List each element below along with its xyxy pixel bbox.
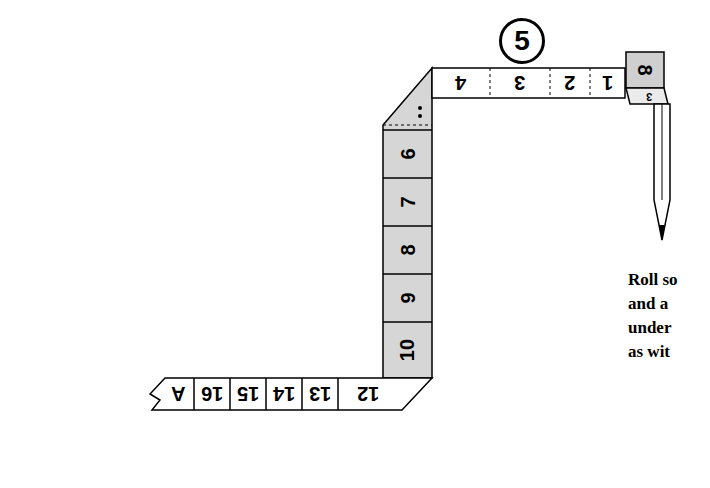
text-box: 16 bbox=[194, 378, 230, 410]
track-square: 10 bbox=[383, 322, 432, 378]
track-band bbox=[432, 68, 625, 98]
square-number: 6 bbox=[398, 148, 418, 159]
cell-divider bbox=[383, 225, 432, 227]
track-square: 4 bbox=[432, 68, 490, 98]
cell-divider bbox=[337, 378, 339, 410]
text-box: 12 bbox=[338, 378, 398, 410]
pencil bbox=[654, 104, 670, 240]
text-box: 8 bbox=[383, 226, 432, 274]
token-number: 5 bbox=[514, 27, 530, 55]
text-box: 2 bbox=[550, 68, 590, 98]
track-square: 2 bbox=[550, 68, 590, 98]
text-box: 13 bbox=[302, 378, 338, 410]
square-number: 9 bbox=[398, 292, 418, 303]
square-number: 14 bbox=[273, 384, 295, 404]
cell-divider bbox=[383, 177, 432, 179]
text-box: 9 bbox=[383, 274, 432, 322]
cell-divider bbox=[590, 68, 591, 98]
square-number: 15 bbox=[237, 384, 259, 404]
track-square: 15 bbox=[230, 378, 266, 410]
text-box: 3 bbox=[632, 89, 666, 104]
rule-text: as wit bbox=[628, 342, 670, 362]
cell-divider bbox=[301, 378, 303, 410]
track-square: 3 bbox=[490, 68, 550, 98]
track-square: 7 bbox=[383, 178, 432, 226]
text-box: 1 bbox=[590, 68, 625, 98]
cell-divider bbox=[383, 321, 432, 323]
text-box: 7 bbox=[383, 178, 432, 226]
text-box: 6 bbox=[383, 130, 432, 178]
rule-text: Roll so bbox=[628, 270, 678, 290]
track-square: 8 bbox=[383, 226, 432, 274]
cell-divider bbox=[550, 68, 551, 98]
square-number: 3 bbox=[514, 73, 525, 93]
square-number: 7 bbox=[398, 196, 418, 207]
square-number: 16 bbox=[201, 384, 223, 404]
track-square: 13 bbox=[302, 378, 338, 410]
track-square: 6 bbox=[383, 130, 432, 178]
rule-text: under bbox=[628, 318, 671, 338]
square-number: A bbox=[171, 384, 185, 404]
cell-divider bbox=[490, 68, 491, 98]
text-box: 14 bbox=[266, 378, 302, 410]
square-number: 2 bbox=[564, 73, 575, 93]
square-number: 8 bbox=[398, 244, 418, 255]
text-box: 10 bbox=[383, 322, 432, 378]
cell-divider bbox=[229, 378, 231, 410]
text-box: 8 bbox=[626, 52, 664, 88]
die: 83 bbox=[626, 52, 668, 104]
pencil-tip bbox=[659, 225, 665, 240]
text-box: 3 bbox=[490, 68, 550, 98]
text-box: A bbox=[162, 378, 194, 410]
track-square: A bbox=[162, 378, 194, 410]
corner-dot bbox=[418, 106, 422, 110]
track-band bbox=[383, 68, 432, 378]
track-square: 16 bbox=[194, 378, 230, 410]
track-square: 1 bbox=[590, 68, 625, 98]
text-box: 5 bbox=[502, 21, 542, 61]
pencil-line bbox=[662, 104, 663, 200]
cell-divider bbox=[193, 378, 195, 410]
text-box: 15 bbox=[230, 378, 266, 410]
track-square: 14 bbox=[266, 378, 302, 410]
cell-divider bbox=[383, 273, 432, 275]
corner-dot bbox=[418, 114, 422, 118]
player-token: 5 bbox=[499, 18, 545, 64]
rule-text: and a bbox=[628, 294, 668, 314]
die-number: 8 bbox=[635, 64, 655, 75]
die-number: 3 bbox=[646, 91, 652, 102]
track-square: 9 bbox=[383, 274, 432, 322]
cell-divider bbox=[383, 125, 432, 126]
square-number: 12 bbox=[357, 384, 379, 404]
die-face bbox=[626, 88, 668, 104]
track-square: 12 bbox=[338, 378, 398, 410]
die-face bbox=[626, 52, 664, 88]
track-band bbox=[150, 378, 432, 410]
cell-divider bbox=[383, 129, 432, 131]
square-number: 4 bbox=[455, 73, 466, 93]
square-number: 1 bbox=[602, 73, 613, 93]
square-number: 10 bbox=[398, 339, 418, 361]
cell-divider bbox=[265, 378, 267, 410]
text-box: 4 bbox=[432, 68, 490, 98]
square-number: 13 bbox=[309, 384, 331, 404]
